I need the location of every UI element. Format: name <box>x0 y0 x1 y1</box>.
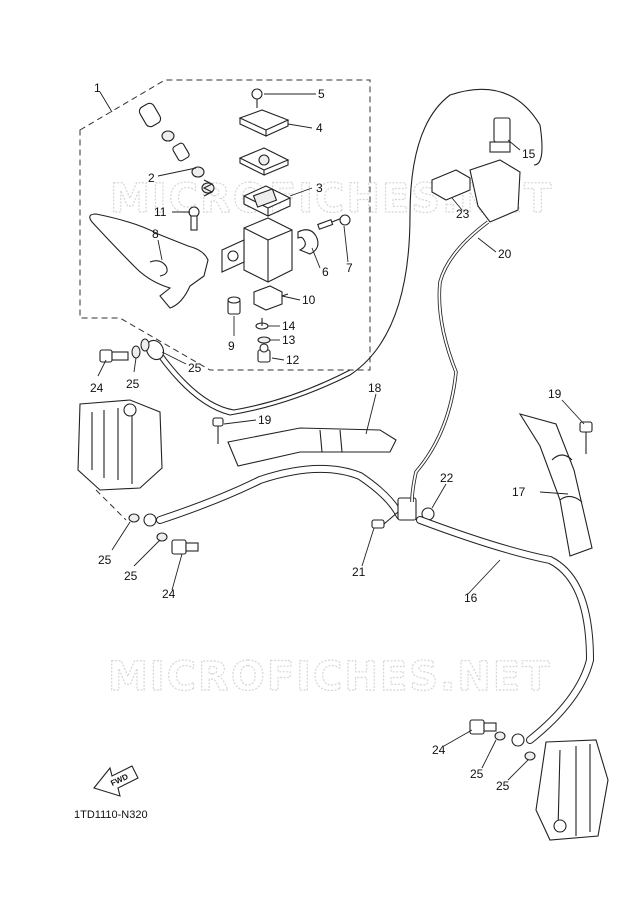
upper-brake-hose <box>149 88 543 416</box>
clamp-bolt <box>317 214 351 230</box>
brake-lever <box>89 213 209 309</box>
callout-9: 9 <box>228 339 235 353</box>
switch-screw <box>255 318 269 330</box>
guide-bolt-right <box>579 421 593 454</box>
callout-7: 7 <box>346 261 353 275</box>
callout-6: 6 <box>322 265 329 279</box>
callout-17: 17 <box>512 485 526 499</box>
callout-25-right-a: 25 <box>470 767 484 781</box>
callout-24-upper: 24 <box>90 381 104 395</box>
bracket-23 <box>431 169 471 201</box>
callout-21: 21 <box>352 565 366 579</box>
lower-right-fittings <box>469 719 536 761</box>
master-cylinder-assembly <box>89 88 351 363</box>
hose-joint <box>371 497 435 529</box>
callout-25-left-a: 25 <box>98 553 112 567</box>
front-brake-caliper-left <box>77 399 163 521</box>
callout-25-right-b: 25 <box>496 779 510 793</box>
callout-1: 1 <box>94 81 101 95</box>
callout-23: 23 <box>456 207 470 221</box>
piston-kit-part <box>138 102 215 197</box>
hose-guide-18 <box>227 427 397 467</box>
callout-18: 18 <box>368 381 382 395</box>
callout-19-right: 19 <box>548 387 562 401</box>
callout-11: 11 <box>154 205 167 219</box>
callout-13: 13 <box>282 333 296 347</box>
hose-guide-17 <box>518 413 593 557</box>
leader-lines <box>97 91 585 781</box>
callout-20: 20 <box>498 247 512 261</box>
hose-fitting-15 <box>489 117 511 153</box>
callout-5: 5 <box>318 87 325 101</box>
callout-4: 4 <box>316 121 323 135</box>
callout-22: 22 <box>440 471 454 485</box>
callout-15: 15 <box>522 147 536 161</box>
callout-10: 10 <box>302 293 316 307</box>
callout-25-upper-b: 25 <box>188 361 202 375</box>
fitting-part <box>227 296 241 315</box>
front-brake-caliper-right <box>535 739 609 841</box>
callout-14: 14 <box>282 319 296 333</box>
assembly-boundary <box>79 79 371 371</box>
lower-left-fittings <box>128 513 199 555</box>
callout-19-left: 19 <box>258 413 272 427</box>
callout-24-right: 24 <box>432 743 446 757</box>
nut-part <box>257 343 271 363</box>
reservoir-cap <box>238 109 290 137</box>
callout-2: 2 <box>148 171 155 185</box>
callout-16: 16 <box>464 591 478 605</box>
washer-part <box>257 336 271 344</box>
screw-part <box>251 88 263 108</box>
callout-25-left-b: 25 <box>124 569 138 583</box>
callouts: 1 2 5 4 3 11 8 6 7 10 14 13 12 9 15 23 2… <box>90 81 562 793</box>
brake-light-switch <box>253 285 283 311</box>
callout-25-upper-a: 25 <box>126 377 140 391</box>
fwd-arrow-icon: FWD <box>93 765 139 797</box>
callout-3: 3 <box>316 181 323 195</box>
union-bolt-upper <box>99 345 141 363</box>
diagram-code: 1TD1110-N320 <box>74 809 148 821</box>
callout-12: 12 <box>286 353 300 367</box>
banjo-fitting-upper <box>140 338 165 361</box>
guide-bolt-left <box>212 417 224 444</box>
lever-pivot-bolt <box>188 206 200 231</box>
callout-24-left: 24 <box>162 587 176 601</box>
brake-pipe-20 <box>410 220 490 503</box>
watermark-bottom: MICROFICHES.NET <box>108 654 551 700</box>
handlebar-clamp <box>297 229 319 255</box>
callout-8: 8 <box>152 227 159 241</box>
